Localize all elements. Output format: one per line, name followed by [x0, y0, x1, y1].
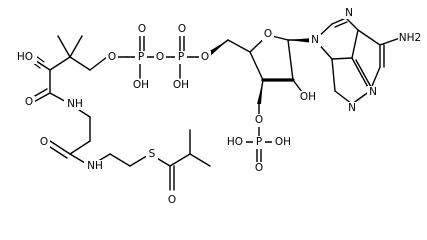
- amide2-o-label: O: [40, 136, 48, 148]
- phosphorus1-label: P: [138, 51, 144, 63]
- chemical-structure: HO O NH O NH S O O P O OH O P O OH O O: [15, 6, 424, 207]
- adenine-n1-label: N: [369, 86, 377, 98]
- ribose-oh-label: OH: [300, 91, 316, 103]
- p1-oh-label: OH: [133, 79, 149, 91]
- adenine-n7-label: N: [345, 7, 353, 19]
- amino-label: NH2: [399, 32, 421, 44]
- amide1-nh-label: NH: [67, 98, 83, 110]
- adenine-n3-label: N: [348, 102, 356, 114]
- ribose3-o-label: O: [255, 114, 263, 126]
- atom-labels: HO O NH O NH S O O P O OH O P O OH O O: [15, 6, 424, 207]
- p3-ho-label: HO: [227, 136, 243, 148]
- p1-oxo-label: O: [138, 23, 146, 35]
- p3-oh-label: OH: [275, 136, 291, 148]
- bridge-o-label: O: [156, 51, 164, 63]
- thioester-s-label: S: [149, 148, 156, 160]
- stereo-bonds: [31, 38, 313, 104]
- adenine-n9-label: N: [311, 34, 319, 46]
- thioester-o-label: O: [168, 194, 176, 206]
- ho-label: HO: [17, 51, 33, 63]
- amide1-o-label: O: [25, 96, 33, 108]
- phosphorus2-label: P: [178, 51, 184, 63]
- p2-oxo-label: O: [178, 23, 186, 35]
- phosphorus3-label: P: [256, 136, 262, 148]
- p3-oxo-label: O: [255, 162, 263, 174]
- p2-oh-label: OH: [173, 79, 189, 91]
- ester-o-label: O: [108, 51, 116, 63]
- ribose-ring-o-label: O: [264, 28, 272, 40]
- p2-ester-o-label: O: [201, 51, 209, 63]
- amide2-nh-label: NH: [87, 160, 103, 172]
